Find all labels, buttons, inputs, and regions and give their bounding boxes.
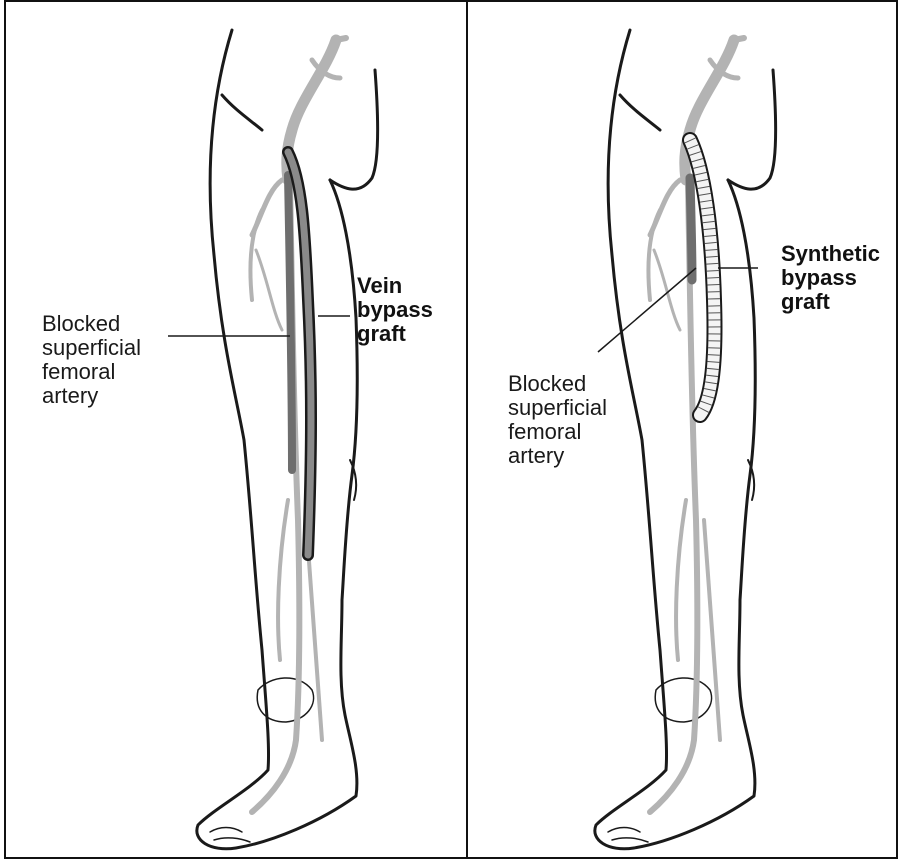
blocked-artery-right	[690, 178, 692, 280]
blocked-artery-label-right: Blocked superficial femoral artery	[508, 372, 607, 468]
blocked-artery-label-left: Blocked superficial femoral artery	[42, 312, 141, 408]
synthetic-graft-label: Synthetic bypass graft	[781, 242, 880, 314]
vein-graft-label: Vein bypass graft	[357, 274, 433, 346]
